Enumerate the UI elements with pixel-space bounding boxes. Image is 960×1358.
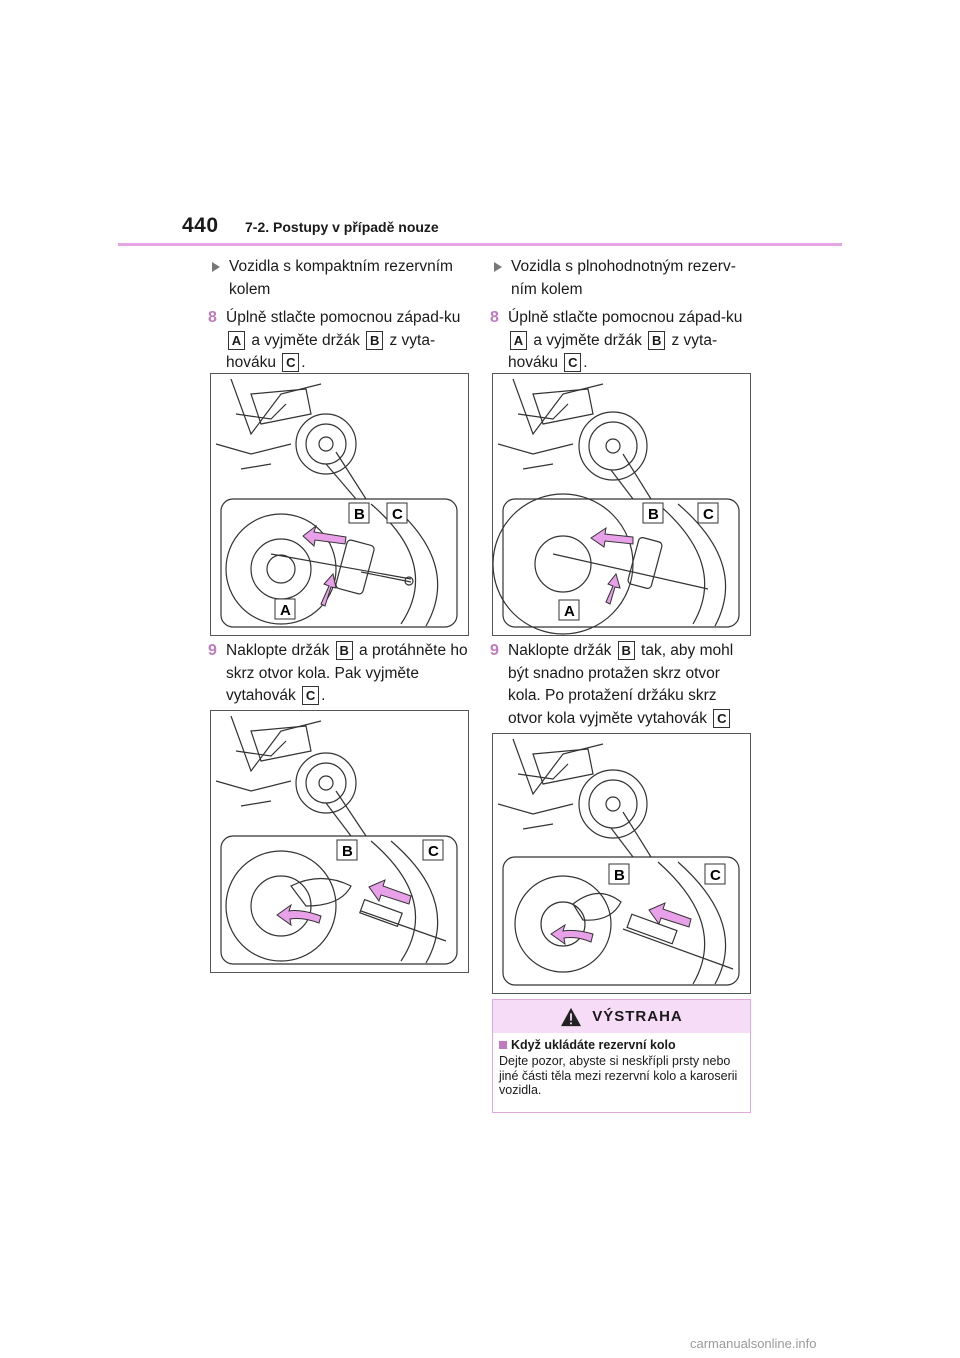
header-rule <box>118 243 842 246</box>
figure-compact-step9: B C <box>210 710 469 973</box>
step-text-part: Úplně stlačte pomocnou západ-ku <box>508 309 743 326</box>
step-text-part: Úplně stlačte pomocnou západ-ku <box>226 309 461 326</box>
label-box-b: B <box>366 330 384 350</box>
step-number: 8 <box>208 309 217 326</box>
right-column-lower: 9 Naklopte držák B tak, aby mohl být sna… <box>490 640 752 738</box>
fig1-label-a: A <box>280 602 291 619</box>
warning-triangle-icon <box>561 1007 582 1026</box>
label-box-a: A <box>228 330 245 350</box>
warning-header: VÝSTRAHA <box>493 1000 750 1033</box>
warning-subtitle: Když ukládáte rezervní kolo <box>499 1038 744 1052</box>
label-box-b: B <box>648 330 666 350</box>
step-text-part: a vyjměte držák <box>251 331 360 349</box>
right-column: Vozidla s plnohodnotným rezerv-ním kolem… <box>490 256 752 383</box>
left-bullet: Vozidla s kompaktním rezervním kolem <box>208 256 470 301</box>
right-step-8: 8 Úplně stlačte pomocnou západ-ku A a vy… <box>490 307 752 375</box>
left-step-9: 9 Naklopte držák B a protáhněte ho skrz … <box>208 640 470 708</box>
step-text: Úplně stlačte pomocnou západ-ku A a vyjm… <box>226 307 470 375</box>
label-box-b: B <box>335 641 353 661</box>
fig2-label-a: A <box>564 603 575 620</box>
label-box-c: C <box>282 353 300 373</box>
wheel-illustration: B C <box>497 738 740 986</box>
label-box-b: B <box>617 641 635 661</box>
page-number: 440 <box>182 214 219 237</box>
fig4-label-b: B <box>614 867 625 884</box>
step-text-part: . <box>301 354 306 371</box>
step-number: 8 <box>490 309 499 326</box>
label-box-a: A <box>510 330 527 350</box>
fig4-label-c: C <box>710 867 721 884</box>
left-bullet-text: Vozidla s kompaktním rezervním kolem <box>229 258 453 298</box>
figure-compact-step8: B C A <box>210 373 469 636</box>
step-text: Naklopte držák B tak, aby mohl být snadn… <box>508 640 752 730</box>
left-column: Vozidla s kompaktním rezervním kolem 8 Ú… <box>208 256 470 383</box>
triangle-bullet-icon <box>494 262 502 272</box>
label-box-c: C <box>302 686 320 706</box>
triangle-bullet-icon <box>212 262 220 272</box>
footer-watermark: carmanualsonline.info <box>690 1336 817 1351</box>
fig1-label-b: B <box>354 506 365 523</box>
step-text-part: . <box>583 354 588 371</box>
fig3-label-b: B <box>342 843 353 860</box>
figure-fullsize-step9: B C <box>492 733 751 994</box>
label-box-c: C <box>564 353 582 373</box>
warning-title: VÝSTRAHA <box>592 1008 683 1025</box>
warning-subtitle-text: Když ukládáte rezervní kolo <box>511 1038 676 1052</box>
step-text-part: Naklopte držák <box>508 642 612 659</box>
step-text-part: z vyta-hováku <box>508 331 718 372</box>
section-title: 7-2. Postupy v případě nouze <box>245 219 439 235</box>
step-number: 9 <box>490 642 499 659</box>
warning-body: Dejte pozor, abyste si neskřípli prsty n… <box>499 1054 738 1097</box>
left-step-8: 8 Úplně stlačte pomocnou západ-ku A a vy… <box>208 307 470 375</box>
fig2-label-b: B <box>648 506 659 523</box>
wheel-illustration: B C <box>215 715 458 965</box>
step-text: Úplně stlačte pomocnou západ-ku A a vyjm… <box>508 307 752 375</box>
step-text-part: . <box>321 687 326 704</box>
step-text-part: tak, aby mohl být snadno protažen skrz o… <box>508 642 734 727</box>
step-text-part: a protáhněte ho skrz otvor kola. Pak vyj… <box>226 642 468 704</box>
left-column-lower: 9 Naklopte držák B a protáhněte ho skrz … <box>208 640 470 716</box>
right-bullet: Vozidla s plnohodnotným rezerv-ním kolem <box>490 256 752 301</box>
fig1-label-c: C <box>392 506 403 523</box>
right-bullet-text: Vozidla s plnohodnotným rezerv-ním kolem <box>511 258 736 298</box>
wheel-illustration: B C A <box>215 378 458 628</box>
fig2-label-c: C <box>703 506 714 523</box>
step-number: 9 <box>208 642 217 659</box>
step-text: Naklopte držák B a protáhněte ho skrz ot… <box>226 640 470 708</box>
label-box-c: C <box>713 708 731 728</box>
step-text-part: a vyjměte držák <box>533 331 642 349</box>
right-step-9: 9 Naklopte držák B tak, aby mohl být sna… <box>490 640 752 730</box>
step-text-part: Naklopte držák <box>226 642 330 659</box>
step-text-part: z vyta-hováku <box>226 331 436 372</box>
warning-box: VÝSTRAHA Když ukládáte rezervní kolo Dej… <box>492 999 751 1113</box>
figure-fullsize-step8: B C A <box>492 373 751 636</box>
fig3-label-c: C <box>428 843 439 860</box>
square-bullet-icon <box>499 1041 507 1049</box>
wheel-illustration: B C A <box>493 378 740 635</box>
